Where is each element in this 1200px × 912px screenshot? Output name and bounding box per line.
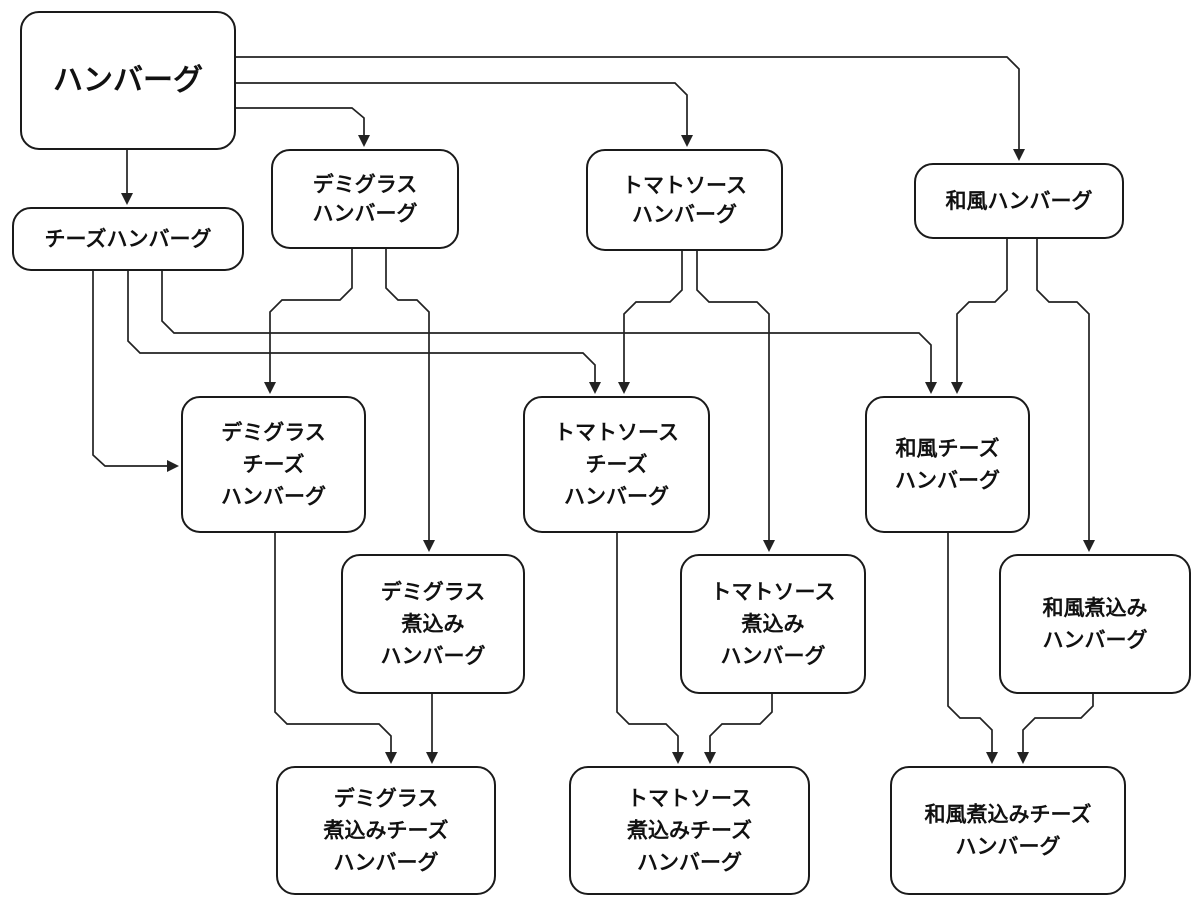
- node-label-line: ハンバーグ: [221, 485, 326, 509]
- node-base: ハンバーグ: [20, 11, 236, 150]
- node-label-line: デミグラス: [313, 173, 418, 197]
- arrow-cheese-to-tomato-cheese: [127, 270, 601, 394]
- node-box: [523, 396, 710, 533]
- node-label-line: 煮込み: [741, 612, 805, 636]
- node-box: [181, 396, 366, 533]
- nodes: ハンバーグチーズハンバーグデミグラスハンバーグトマトソースハンバーグ和風ハンバー…: [12, 11, 1191, 895]
- node-label-line: ハンバーグ: [53, 63, 203, 98]
- node-label-line: ハンバーグ: [313, 202, 418, 226]
- node-label-line: ハンバーグ: [381, 644, 486, 668]
- node-box: [999, 554, 1191, 694]
- node-label-line: チーズハンバーグ: [45, 227, 212, 251]
- node-label-line: ハンバーグ: [632, 203, 737, 227]
- arrow-base-to-wafu: [235, 56, 1025, 161]
- node-label-line: ハンバーグ: [334, 851, 439, 875]
- node-label-line: 煮込み: [401, 612, 465, 636]
- arrow-cheese-to-wafu-cheese: [161, 270, 937, 394]
- node-label-line: トマトソース: [627, 787, 752, 811]
- arrow-wafu-to-wafu-cheese: [951, 238, 1008, 394]
- arrow-base-to-tomato: [235, 82, 693, 147]
- arrow-cheese-to-demi-cheese: [92, 270, 179, 472]
- node-box: [276, 766, 496, 895]
- arrow-tomato-to-tomato-nikomi: [696, 250, 775, 552]
- node-box: [586, 149, 783, 251]
- node-label-line: 和風煮込み: [1043, 596, 1148, 620]
- node-box: [890, 766, 1126, 895]
- arrow-tomato-to-tomato-cheese: [618, 250, 683, 394]
- node-label-line: ハンバーグ: [721, 644, 826, 668]
- node-label-line: トマトソース: [554, 421, 679, 445]
- node-box: [12, 207, 244, 271]
- arrow-base-to-demi: [235, 107, 370, 147]
- arrow-wafu-nikomi-to-wafu-nikomi-cheese: [1017, 693, 1094, 764]
- node-label-line: ハンバーグ: [895, 469, 1000, 493]
- node-label-line: ハンバーグ: [956, 835, 1061, 859]
- node-label-line: デミグラス: [334, 787, 439, 811]
- node-label-line: 煮込みチーズ: [626, 819, 752, 843]
- node-label-line: 和風煮込みチーズ: [925, 803, 1092, 827]
- node-box: [914, 163, 1124, 239]
- edges: [92, 56, 1095, 764]
- arrow-demi-to-demi-cheese: [264, 248, 353, 394]
- node-label-line: ハンバーグ: [564, 485, 669, 509]
- arrow-wafu-cheese-to-wafu-nikomi-cheese: [947, 532, 998, 764]
- node-label-line: チーズ: [586, 453, 648, 477]
- node-label-line: チーズ: [243, 453, 305, 477]
- node-cheese: チーズハンバーグ: [12, 207, 244, 271]
- arrow-tomato-cheese-to-tomato-nikomi-cheese: [616, 532, 684, 764]
- node-label-line: デミグラス: [381, 580, 486, 604]
- node-label-line: トマトソース: [711, 580, 836, 604]
- node-wafu: 和風ハンバーグ: [914, 163, 1124, 239]
- arrow-demi-to-demi-nikomi: [385, 248, 435, 552]
- node-box: [569, 766, 810, 895]
- node-label-line: 和風ハンバーグ: [946, 189, 1093, 213]
- node-label-line: ハンバーグ: [1043, 628, 1148, 652]
- node-box: [341, 554, 525, 694]
- arrow-tomato-nikomi-to-tomato-nikomi-cheese: [704, 693, 773, 764]
- node-label-line: 和風チーズ: [896, 437, 1000, 461]
- arrow-wafu-to-wafu-nikomi: [1036, 238, 1095, 552]
- node-label-line: トマトソース: [622, 174, 747, 198]
- node-box: [680, 554, 866, 694]
- node-box: [865, 396, 1030, 533]
- node-label-line: ハンバーグ: [637, 851, 742, 875]
- node-box: [271, 149, 459, 249]
- node-label-line: 煮込みチーズ: [323, 819, 449, 843]
- node-label-line: デミグラス: [221, 421, 326, 445]
- node-box: [20, 11, 236, 150]
- arrow-demi-cheese-to-demi-nikomi-cheese: [274, 532, 397, 764]
